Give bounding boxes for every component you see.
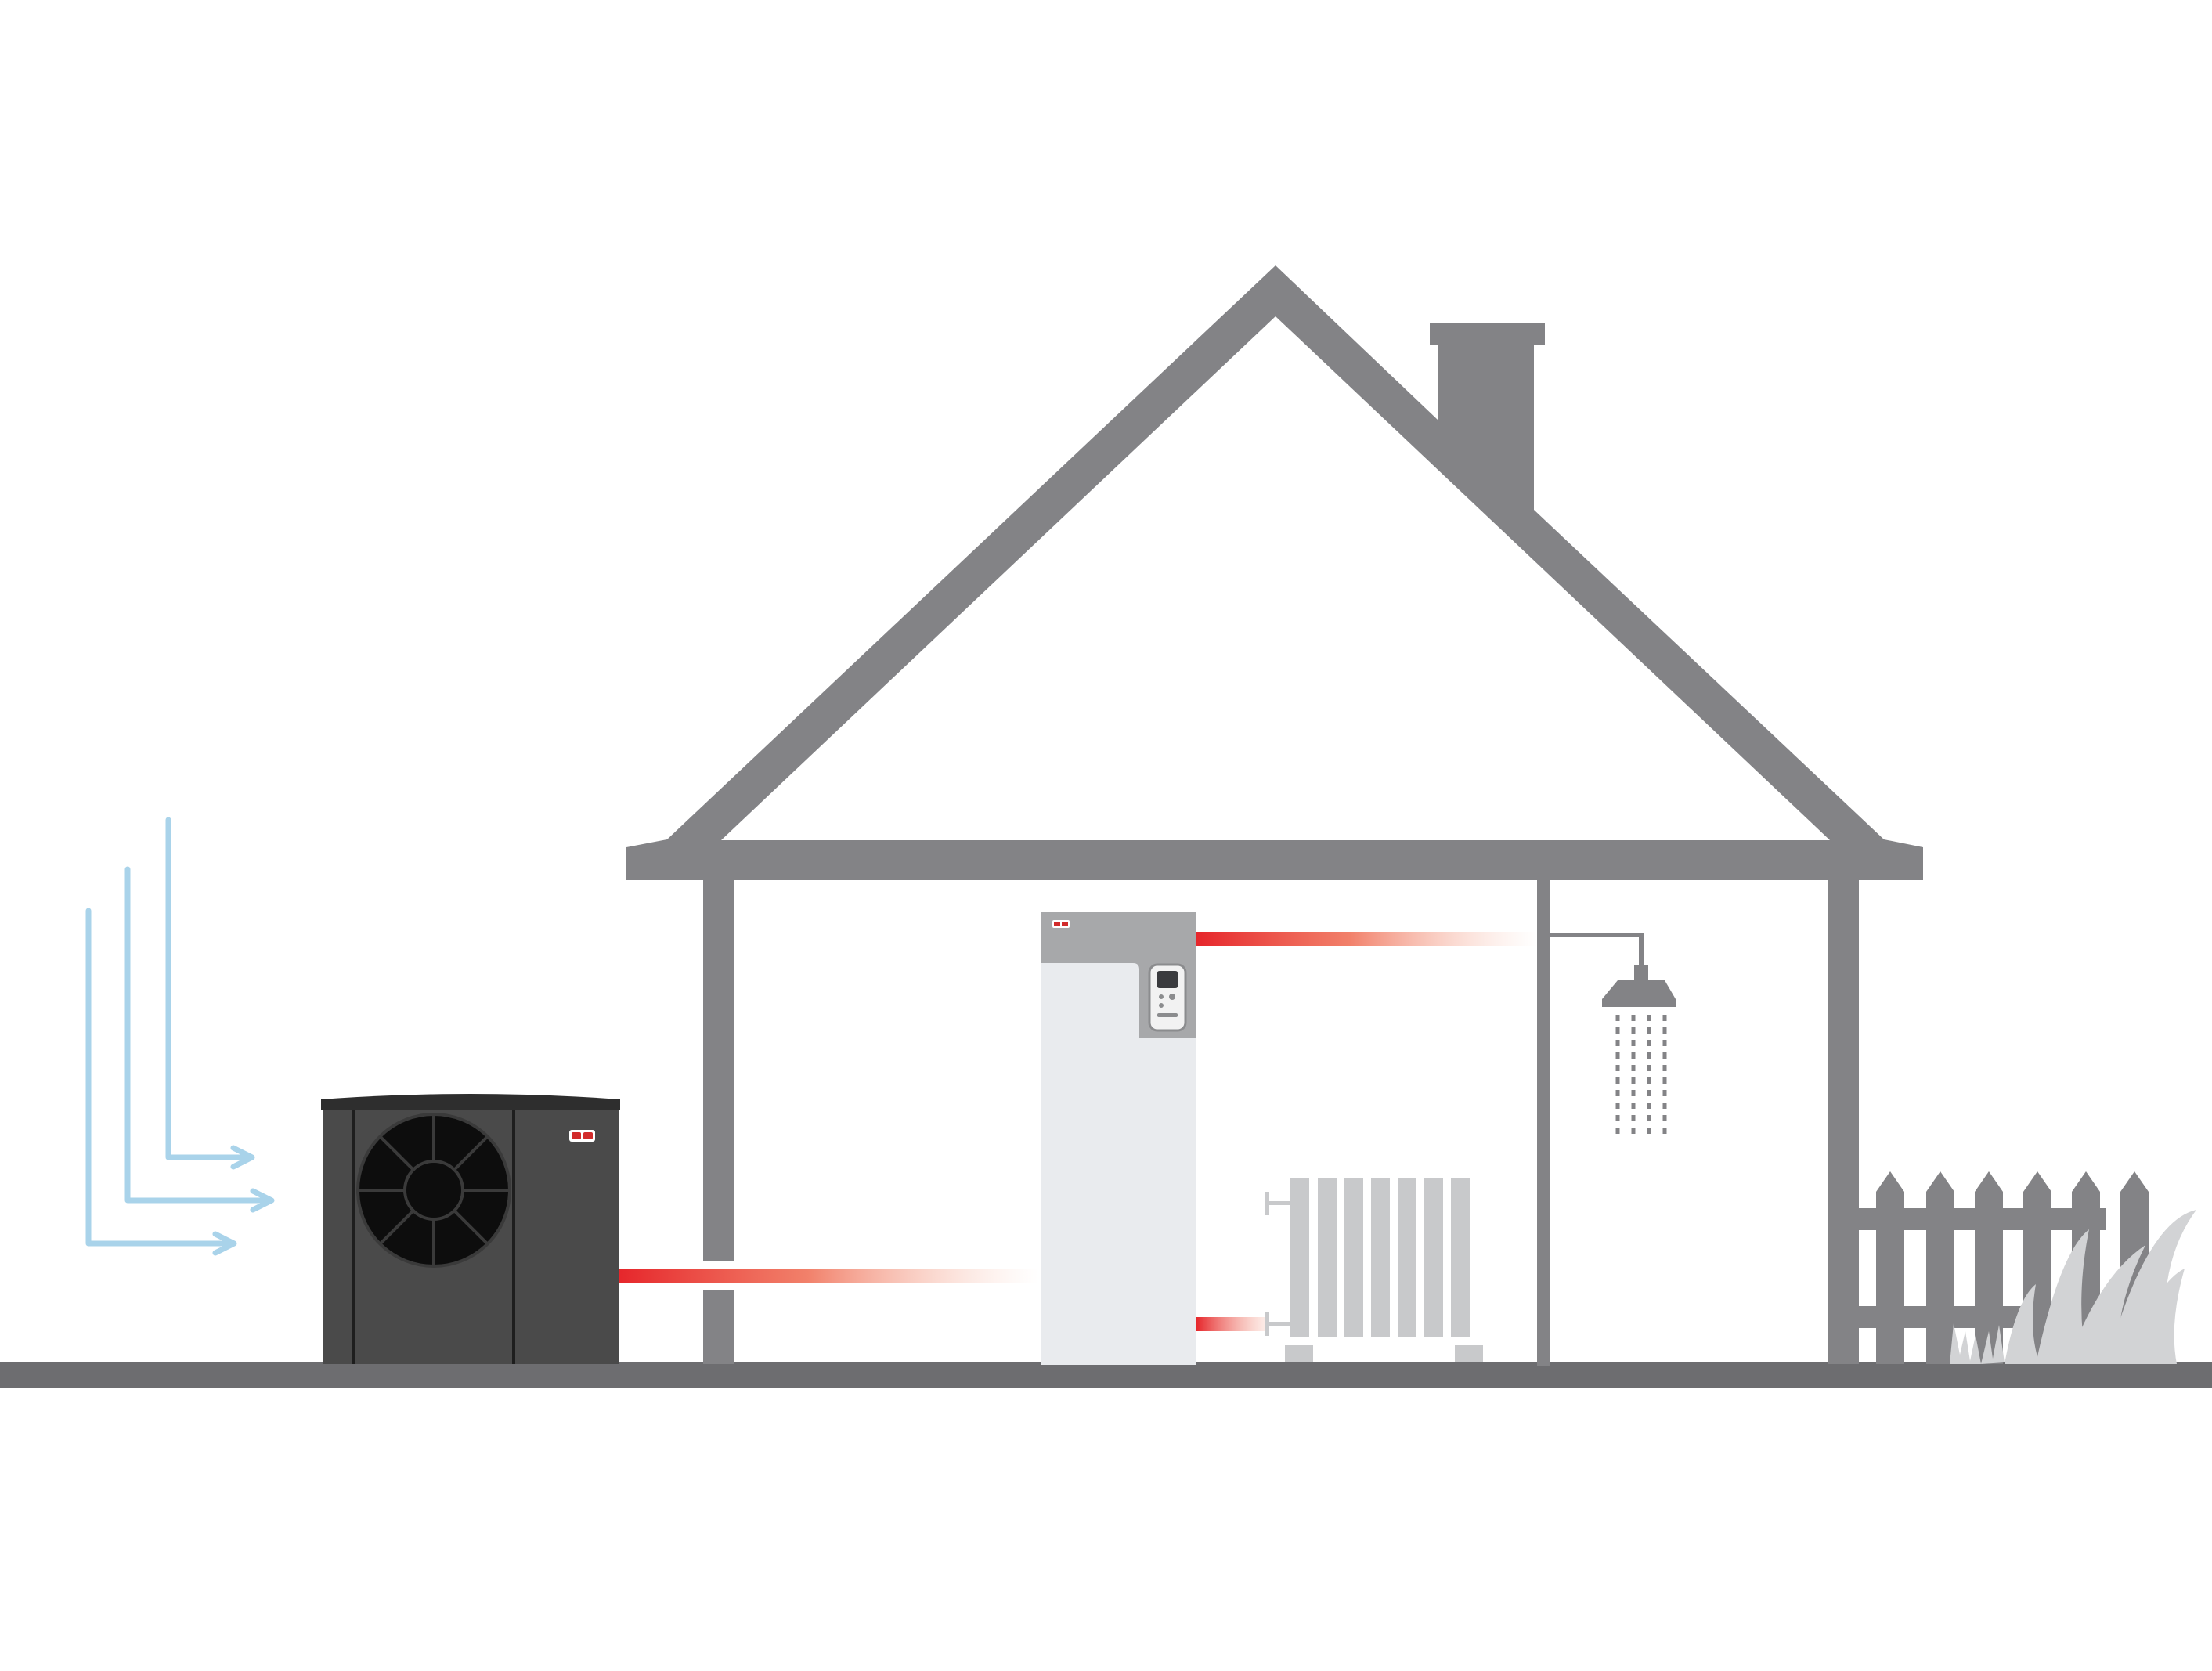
shower-post (1537, 880, 1550, 1366)
ground-line (0, 1362, 2212, 1388)
airflow-arrows-icon (85, 817, 275, 1256)
roof (626, 265, 1923, 880)
hot-water-pipe-outdoor (619, 1269, 1038, 1283)
brand-badge-icon (1052, 920, 1070, 928)
hot-water-pipe-radiator (1196, 1317, 1265, 1331)
brand-badge-icon (569, 1130, 595, 1142)
shower-head-icon (1550, 933, 1676, 1137)
outdoor-unit-lid (321, 1094, 620, 1110)
wall-left-upper (703, 880, 734, 1261)
wall-left-lower (703, 1290, 734, 1364)
wall-right (1828, 880, 1859, 1364)
hot-water-pipe-shower (1196, 932, 1537, 946)
airflow-arrow-2 (124, 866, 275, 1213)
grass-icon (1950, 1210, 2196, 1364)
fan-icon (356, 1113, 511, 1268)
heat-pump-outdoor-unit-icon (321, 1094, 620, 1364)
radiator-icon (1265, 1178, 1483, 1362)
airflow-arrow-1 (165, 817, 255, 1170)
indoor-unit-cylinder-icon (1041, 912, 1196, 1365)
airflow-arrow-3 (85, 908, 237, 1256)
control-panel-icon (1148, 963, 1187, 1032)
house-structure (626, 265, 1923, 1366)
